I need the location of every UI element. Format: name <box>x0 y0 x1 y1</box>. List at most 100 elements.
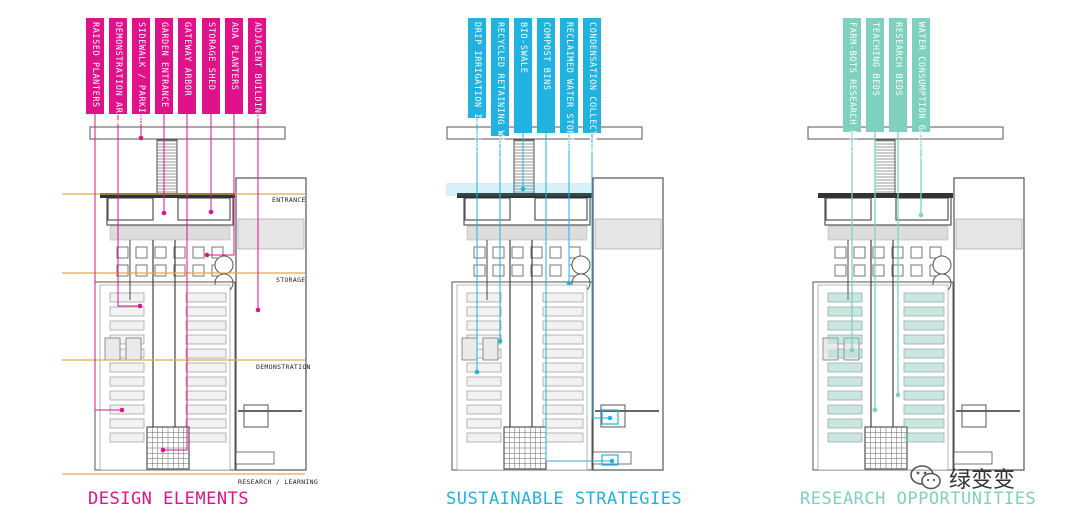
label-research-beds: RESEARCH BEDS <box>889 18 907 132</box>
zone-label-storage: STORAGE <box>276 276 306 284</box>
leader-dot <box>520 186 526 192</box>
small-planter <box>549 264 562 277</box>
raised-bed <box>185 376 227 387</box>
raised-bed <box>109 390 145 401</box>
entrance-block-left <box>107 197 154 221</box>
research-bed-highlight <box>828 307 862 316</box>
raised-bed <box>466 362 502 373</box>
raised-bed <box>903 348 945 359</box>
small-planter <box>530 264 543 277</box>
leader-line <box>545 132 612 462</box>
small-planter <box>910 264 923 277</box>
research-bed-highlight <box>828 321 862 330</box>
small-planter <box>872 246 885 259</box>
demo-planter <box>482 337 499 361</box>
small-planter <box>154 264 167 277</box>
raised-bed <box>827 306 863 317</box>
raised-bed <box>185 306 227 317</box>
building-roof <box>594 218 662 250</box>
raised-bed <box>827 320 863 331</box>
research-bed-highlight <box>904 335 944 344</box>
panel-title-design: DESIGN ELEMENTS <box>88 489 250 509</box>
leader-dot <box>607 415 613 421</box>
raised-bed <box>827 432 863 443</box>
building-roof <box>237 218 305 250</box>
small-planter <box>473 264 486 277</box>
leader-dot <box>872 407 878 413</box>
research-bed-highlight <box>828 419 862 428</box>
raised-bed <box>903 404 945 415</box>
raised-bed <box>109 432 145 443</box>
raised-bed <box>185 404 227 415</box>
gravel-strip <box>827 225 949 241</box>
small-planter <box>511 264 524 277</box>
small-planter <box>910 246 923 259</box>
raised-bed <box>903 418 945 429</box>
raised-bed <box>827 376 863 387</box>
small-planter <box>473 246 486 259</box>
leader-dot <box>119 407 125 413</box>
raised-bed <box>827 418 863 429</box>
small-planter <box>116 246 129 259</box>
raised-bed <box>827 390 863 401</box>
research-bed-highlight <box>904 293 944 302</box>
raised-bed <box>185 390 227 401</box>
research-bed-highlight <box>904 349 944 358</box>
raised-bed <box>542 390 584 401</box>
leader-dot <box>255 307 261 313</box>
entrance-wall <box>818 193 953 198</box>
raised-bed <box>542 404 584 415</box>
raised-bed <box>466 292 502 303</box>
research-bed-highlight <box>828 335 862 344</box>
label-gateway-arbor: GATEWAY ARBOR <box>178 18 196 114</box>
leader-dot <box>161 210 167 216</box>
raised-bed <box>903 334 945 345</box>
raised-bed <box>466 376 502 387</box>
bio-swale-band <box>446 183 591 196</box>
raised-bed <box>185 418 227 429</box>
leader-line <box>163 112 188 451</box>
ada-planter <box>932 255 952 275</box>
building-line <box>956 410 1020 412</box>
leader-dot <box>204 252 210 258</box>
raised-bed <box>542 320 584 331</box>
small-planter <box>530 246 543 259</box>
research-bed-highlight <box>904 307 944 316</box>
raised-bed <box>466 418 502 429</box>
building-roof <box>955 218 1023 250</box>
ada-planter <box>214 255 234 275</box>
small-planter <box>192 264 205 277</box>
leader-dot <box>474 369 480 375</box>
raised-bed <box>542 334 584 345</box>
leader-dot <box>918 212 924 218</box>
label-teaching-beds: TEACHING BEDS <box>866 18 884 132</box>
raised-bed <box>903 362 945 373</box>
research-bed-highlight <box>904 391 944 400</box>
entrance-wall <box>100 193 235 198</box>
leader-dot <box>566 280 572 286</box>
raised-bed <box>109 376 145 387</box>
leader-line <box>94 112 122 411</box>
raised-bed <box>903 390 945 401</box>
gravel-strip <box>466 225 588 241</box>
entrance-block-left <box>464 197 511 221</box>
leader-dot <box>849 347 855 353</box>
raised-bed <box>542 292 584 303</box>
raised-bed <box>827 292 863 303</box>
small-planter <box>511 246 524 259</box>
leader-dot <box>160 447 166 453</box>
label-storage-shed: STORAGE SHED <box>202 18 220 114</box>
label-bio-swale: BIO-SWALE <box>514 18 532 133</box>
compost-box <box>601 454 619 466</box>
leader-dot <box>137 303 143 309</box>
raised-bed <box>185 334 227 345</box>
leader-dot <box>208 209 214 215</box>
raised-bed <box>903 306 945 317</box>
small-planter <box>872 264 885 277</box>
label-farm-bots-research-beds: FARM-BOTS RESEARCH BEDS <box>843 18 861 154</box>
raised-bed <box>109 362 145 373</box>
raised-bed <box>185 432 227 443</box>
small-planter <box>853 264 866 277</box>
demo-planter <box>822 337 839 361</box>
